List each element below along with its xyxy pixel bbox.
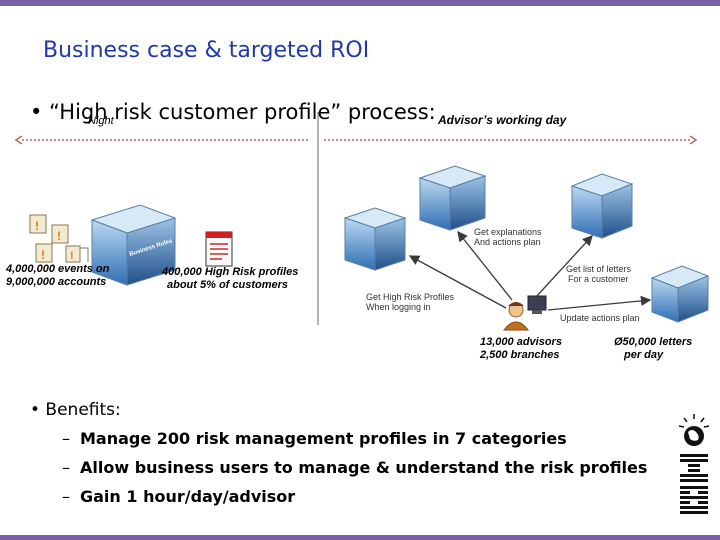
letters-server-icon (570, 173, 634, 239)
profiles-arrow (408, 255, 507, 309)
slide-title: Business case & targeted ROI (43, 38, 370, 63)
process-bullet-text: • “High risk customer profile” process: (30, 100, 436, 124)
advisors-label: 13,000 advisors 2,500 branches (480, 336, 562, 361)
report-document-icon (205, 231, 233, 267)
event-documents-icon: ! ! ! ! (29, 214, 89, 263)
profiles-arrow-label: Get High Risk Profiles When logging in (366, 292, 455, 312)
ibm-logo-icon (678, 414, 710, 514)
advisor-person-icon (502, 295, 547, 331)
process-bullet: • “High risk customer profile” process: … (30, 100, 436, 127)
benefits-heading: • Benefits: (30, 400, 121, 420)
letters-count-label: Ø50,000 letters per day (614, 336, 693, 361)
night-label: Night (88, 115, 114, 127)
events-label: 4,000,000 events on 9,000,000 accounts (6, 263, 110, 288)
svg-text:!: ! (41, 248, 45, 262)
profiles-server-icon (343, 207, 407, 271)
svg-text:!: ! (70, 250, 74, 262)
letters-arrow-label: Get list of letters For a customer (566, 264, 632, 284)
benefit-item: –Manage 200 risk management profiles in … (62, 429, 567, 448)
benefits-list: –Manage 200 risk management profiles in … (62, 424, 647, 511)
benefit-item: –Allow business users to manage & unders… (62, 458, 648, 477)
profiles-label: 400,000 High Risk profiles about 5% of c… (162, 266, 299, 291)
update-arrow (547, 295, 652, 311)
bottom-accent-bar (0, 535, 720, 540)
explanations-arrow (457, 230, 513, 301)
actions-server-icon (650, 265, 710, 323)
svg-text:!: ! (35, 219, 39, 233)
rules-server-icon: Business Rules (90, 204, 177, 286)
advisor-day-label: Advisor’s working day (438, 113, 567, 127)
benefit-item: –Gain 1 hour/day/advisor (62, 487, 296, 506)
benefits-section: • Benefits: –Manage 200 risk management … (30, 400, 647, 511)
update-arrow-label: Update actions plan (560, 313, 640, 323)
letters-arrow (534, 235, 593, 299)
explanations-server-icon (418, 165, 487, 231)
explanations-arrow-label: Get explanations And actions plan (474, 227, 542, 247)
svg-text:!: ! (57, 229, 61, 243)
top-accent-bar (0, 0, 720, 6)
